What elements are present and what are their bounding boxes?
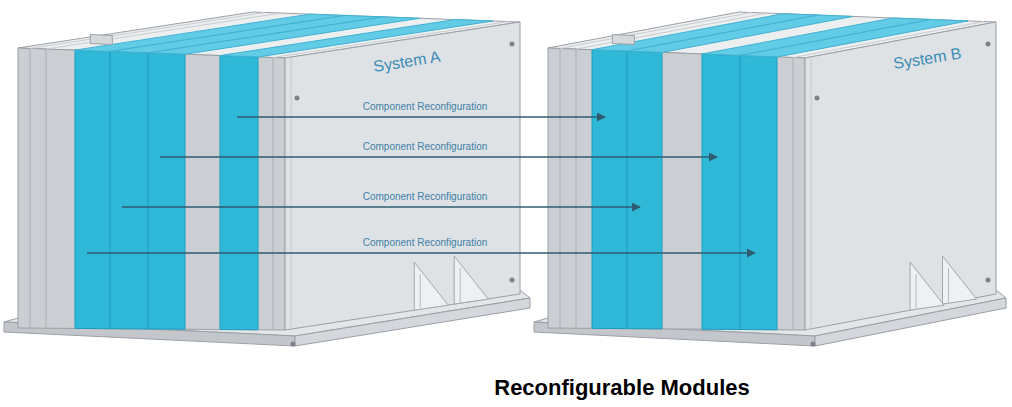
groove-line — [273, 58, 274, 330]
bolt-hole — [815, 96, 820, 101]
module-stripe — [75, 50, 110, 329]
module-box: System B — [534, 10, 1006, 350]
bolt-hole — [295, 96, 300, 101]
groove-line — [30, 48, 31, 328]
side-face — [285, 22, 520, 330]
bolt-hole — [510, 42, 515, 47]
module-stripe — [592, 50, 627, 329]
top-boss — [612, 35, 634, 45]
edge-label-holder: Component Reconfiguration — [363, 186, 488, 204]
groove-line — [273, 22, 508, 58]
bolt-hole — [986, 278, 991, 283]
front-face — [18, 48, 285, 330]
module-stripe — [627, 51, 662, 329]
gusset-edge — [948, 268, 949, 302]
mounting-gusset — [454, 256, 488, 304]
side-face — [805, 22, 996, 330]
edge-label: Component Reconfiguration — [363, 141, 488, 152]
gusset-edge — [420, 274, 421, 308]
edge-label-holder: Component Reconfiguration — [363, 136, 488, 154]
system-label: System B — [892, 45, 962, 73]
groove-line — [46, 13, 281, 49]
system-label: System A — [372, 48, 442, 76]
gusset-edge — [460, 268, 461, 302]
chamfer-line — [811, 57, 812, 329]
module-box: System A — [4, 10, 530, 350]
groove-line — [46, 49, 47, 328]
reconfiguration-arrow — [237, 116, 605, 117]
bolt-hole — [291, 342, 296, 347]
mounting-gusset — [943, 256, 977, 304]
module-stripe — [220, 56, 258, 330]
top-boss — [90, 35, 112, 45]
module-housing — [534, 12, 1006, 347]
front-face — [548, 48, 805, 330]
groove-line — [576, 13, 767, 49]
groove-line — [576, 49, 577, 328]
figure-title: Reconfigurable Modules — [494, 375, 749, 401]
groove-line — [30, 12, 265, 48]
module-stripe — [110, 51, 148, 329]
edge-label-holder: Component Reconfiguration — [363, 96, 488, 114]
bolt-hole — [811, 342, 816, 347]
reconfiguration-arrow — [122, 206, 640, 207]
module-stripe — [740, 55, 777, 329]
module-stripe — [148, 53, 185, 329]
reconfiguration-arrow — [87, 252, 755, 253]
edge-label: Component Reconfiguration — [363, 191, 488, 202]
edge-label: Component Reconfiguration — [363, 237, 488, 248]
reconfiguration-arrow — [160, 156, 717, 157]
groove-line — [793, 58, 794, 330]
bolt-hole — [510, 278, 515, 283]
edge-label: Component Reconfiguration — [363, 101, 488, 112]
gusset-edge — [916, 274, 917, 308]
title-holder: Reconfigurable Modules — [494, 375, 749, 401]
groove-line — [560, 12, 751, 48]
bolt-hole — [986, 42, 991, 47]
module-housing — [4, 12, 530, 347]
edge-label-holder: Component Reconfiguration — [363, 232, 488, 250]
mounting-gusset — [910, 262, 944, 310]
mounting-gusset — [414, 262, 448, 310]
module-stripe-top — [220, 20, 493, 57]
chamfer-line — [291, 57, 292, 329]
groove-line — [560, 48, 561, 328]
module-stripe — [702, 54, 740, 330]
